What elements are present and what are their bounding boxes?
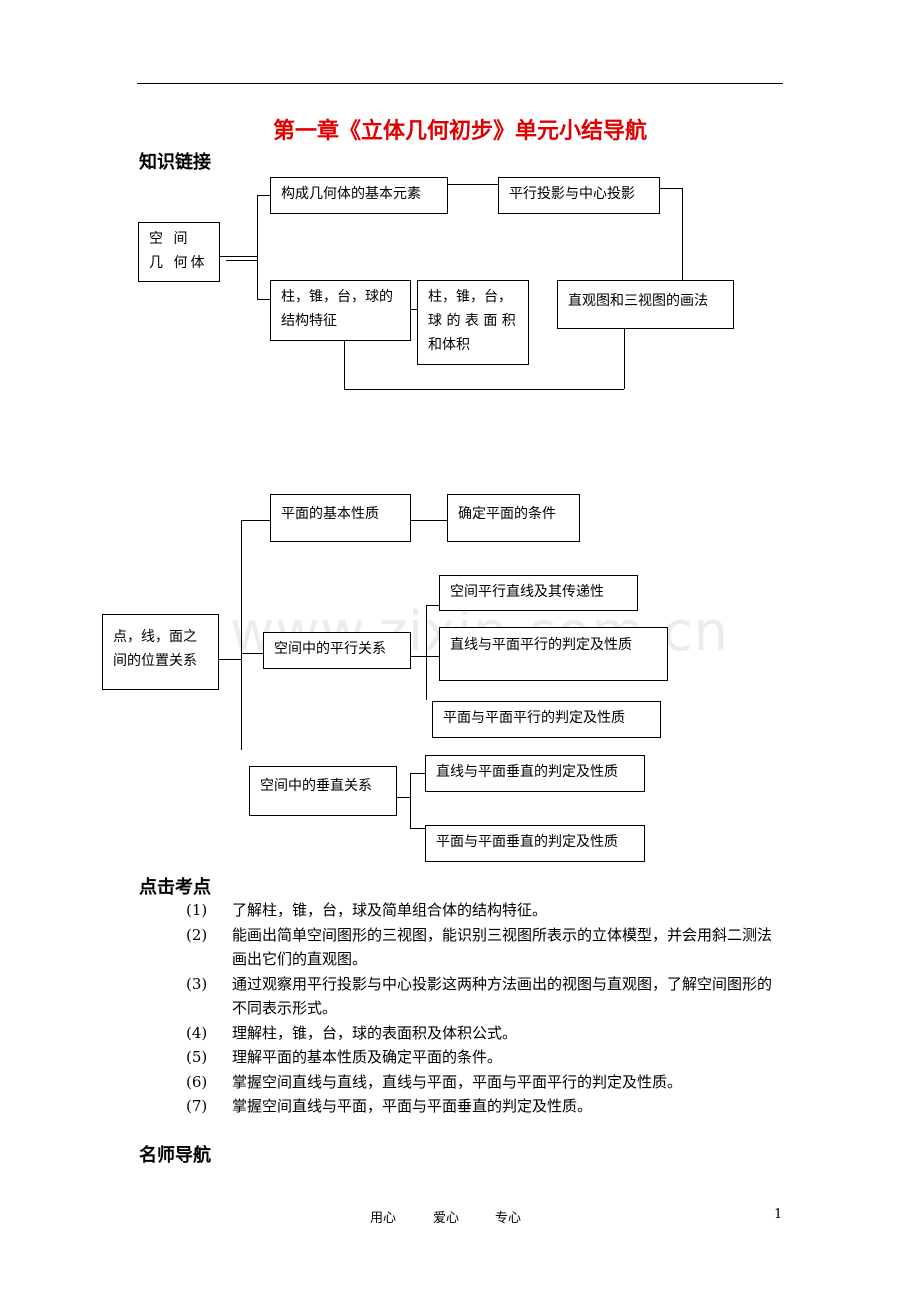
connector: [249, 770, 250, 784]
connector: [411, 656, 426, 657]
list-item: (1) 了解柱，锥，台，球及简单组合体的结构特征。: [186, 898, 786, 923]
connector: [220, 256, 258, 257]
connector: [411, 520, 447, 521]
footer-motto-1: 用心: [370, 1211, 397, 1226]
page-title: 第一章《立体几何初步》单元小结导航: [272, 119, 647, 144]
node-perpendicular: 空间中的垂直关系: [249, 766, 397, 816]
connector: [219, 659, 241, 660]
connector: [241, 653, 263, 654]
list-item-number: (1): [186, 901, 208, 919]
list-item: (7) 掌握空间直线与平面，平面与平面垂直的判定及性质。: [186, 1094, 786, 1119]
connector: [344, 389, 624, 390]
node-elements: 构成几何体的基本元素: [270, 177, 448, 214]
list-item-text: 理解柱，锥，台，球的表面积及体积公式。: [232, 1023, 518, 1042]
connector: [426, 605, 427, 700]
footer-motto-2: 爱心: [433, 1211, 460, 1226]
node-positions: 点，线，面之间的位置关系: [102, 614, 219, 690]
node-drawing: 直观图和三视图的画法: [557, 280, 734, 329]
exam-point-list: (1) 了解柱，锥，台，球及简单组合体的结构特征。 (2) 能画出简单空间图形的三视…: [186, 898, 786, 1119]
connector: [682, 188, 683, 280]
list-item: (3) 通过观察用平行投影与中心投影这两种方法画出的视图与直观图，了解空间图形的不…: [186, 972, 786, 1021]
section-exam-points: 点击考点: [139, 877, 211, 898]
list-item-number: (2): [186, 925, 208, 944]
list-item-text: 了解柱，锥，台，球及简单组合体的结构特征。: [232, 901, 548, 919]
list-item-number: (5): [186, 1048, 208, 1066]
list-item: (6) 掌握空间直线与直线，直线与平面，平面与平面平行的判定及性质。: [186, 1070, 786, 1095]
connector: [660, 188, 682, 189]
list-item-number: (7): [186, 1097, 208, 1115]
connector: [411, 309, 417, 310]
connector: [410, 773, 411, 828]
list-item-text: 理解平面的基本性质及确定平面的条件。: [232, 1048, 503, 1066]
list-item-text: 掌握空间直线与直线，直线与平面，平面与平面平行的判定及性质。: [232, 1072, 683, 1091]
node-structure: 柱，锥，台，球的结构特征: [270, 280, 411, 341]
node-plane-plane-perp: 平面与平面垂直的判定及性质: [425, 825, 645, 862]
node-plane-cond: 确定平面的条件: [447, 494, 580, 542]
node-parallel: 空间中的平行关系: [263, 632, 411, 669]
node-solid: 空 间 几 何体: [138, 222, 220, 282]
list-item-number: (6): [186, 1072, 208, 1091]
node-line-plane-parallel: 直线与平面平行的判定及性质: [439, 627, 668, 681]
list-item: (5) 理解平面的基本性质及确定平面的条件。: [186, 1045, 786, 1070]
connector: [241, 520, 270, 521]
connector: [257, 195, 270, 196]
header-rule: [137, 83, 783, 84]
connector: [226, 260, 258, 261]
connector: [410, 773, 425, 774]
section-knowledge: 知识链接: [139, 152, 211, 173]
list-item: (4) 理解柱，锥，台，球的表面积及体积公式。: [186, 1021, 786, 1046]
list-item-text: 掌握空间直线与平面，平面与平面垂直的判定及性质。: [232, 1097, 593, 1115]
node-parallel-lines: 空间平行直线及其传递性: [439, 575, 638, 611]
list-item-number: (4): [186, 1023, 208, 1042]
connector: [624, 329, 625, 389]
list-item: (2) 能画出简单空间图形的三视图，能识别三视图所表示的立体模型，并会用斜二测法画…: [186, 923, 786, 972]
node-area-volume: 柱，锥，台，球 的 表 面 积 和体积: [417, 280, 529, 365]
node-plane-plane-parallel: 平面与平面平行的判定及性质: [432, 701, 661, 738]
page-number: 1: [774, 1207, 783, 1222]
connector: [241, 520, 242, 750]
connector: [426, 605, 439, 606]
connector: [397, 797, 410, 798]
connector: [257, 299, 270, 300]
connector: [257, 195, 258, 299]
list-item-text: 通过观察用平行投影与中心投影这两种方法画出的视图与直观图，了解空间图形的不同表示…: [232, 974, 773, 1018]
footer-motto-3: 专心: [495, 1211, 522, 1226]
connector: [426, 656, 439, 657]
connector: [344, 341, 345, 389]
node-plane-props: 平面的基本性质: [270, 494, 411, 542]
node-line-plane-perp: 直线与平面垂直的判定及性质: [425, 755, 645, 792]
section-teacher-guide: 名师导航: [139, 1145, 211, 1166]
connector: [410, 828, 425, 829]
connector: [448, 184, 498, 185]
list-item-number: (3): [186, 974, 208, 993]
list-item-text: 能画出简单空间图形的三视图，能识别三视图所表示的立体模型，并会用斜二测法画出它们…: [232, 925, 773, 969]
node-projection: 平行投影与中心投影: [498, 177, 660, 214]
